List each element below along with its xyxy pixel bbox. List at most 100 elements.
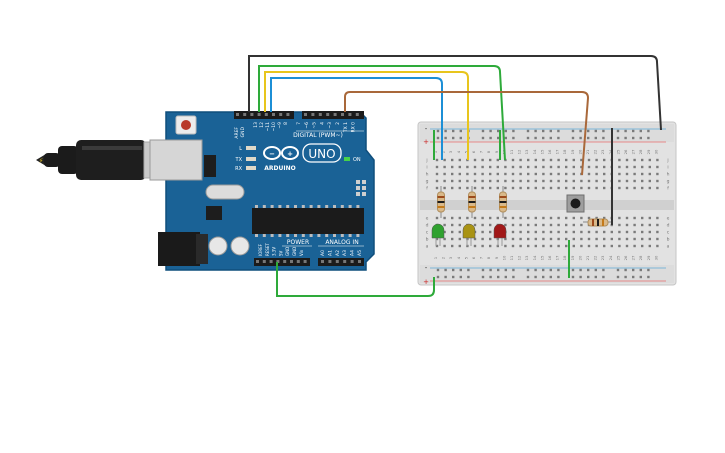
row-letter: a: [667, 245, 670, 250]
red-led: [493, 223, 507, 246]
aref-label: AREF: [234, 127, 240, 139]
column-number: 13: [524, 255, 529, 260]
column-number: 27: [631, 149, 636, 154]
column-number: 25: [615, 255, 620, 260]
column-number: 8: [486, 256, 491, 259]
uno-label: UNO: [308, 147, 335, 161]
breadboard[interactable]: - + - + 11223344556677889910101111121213…: [417, 121, 677, 286]
column-number: 15: [539, 255, 544, 260]
capacitor: [208, 236, 228, 256]
yellow-led: [462, 223, 476, 246]
digital-label: DIGITAL (PWM~): [293, 132, 343, 139]
column-number: 5: [463, 256, 468, 259]
power-pin-label: 3.3V: [272, 247, 277, 256]
voltage-regulator: [206, 206, 222, 220]
column-number: 20: [577, 255, 582, 260]
uno-badge: [302, 143, 342, 163]
power-pin-label: IOREF: [258, 243, 263, 256]
rail-plus-label: +: [423, 278, 429, 286]
column-number: 23: [600, 255, 605, 260]
column-number: 12: [517, 149, 522, 154]
top-power-rail: [420, 124, 674, 142]
column-number: 19: [570, 149, 575, 154]
digital-pin-label: ~3: [327, 122, 333, 129]
power-pin-label: Vin: [299, 249, 304, 256]
digital-header-left: [234, 111, 294, 119]
column-number: 3: [448, 150, 453, 153]
row-letter: b: [426, 237, 429, 243]
digital-pin-label: 4: [319, 122, 325, 125]
column-number: 18: [562, 149, 567, 154]
resistor: [437, 186, 445, 218]
black-wire: [248, 55, 662, 131]
column-number: 12: [517, 255, 522, 260]
column-number: 4: [456, 150, 461, 153]
column-number: 15: [539, 149, 544, 154]
digital-pin-label: ~10: [271, 122, 277, 132]
power-pin-label: RESET: [265, 243, 270, 256]
column-number: 25: [615, 149, 620, 154]
atmega-chip: [252, 208, 364, 234]
column-number: 18: [562, 255, 567, 260]
column-number: 30: [653, 149, 658, 154]
row-letter: b: [667, 237, 670, 243]
column-number: 21: [585, 149, 590, 154]
column-number: 9: [494, 150, 499, 153]
digital-pin-label: ~9: [277, 122, 283, 129]
power-header: [254, 258, 310, 266]
rail-minus-label: -: [425, 264, 428, 272]
center-channel: [420, 200, 674, 210]
row-letter: c: [667, 231, 670, 236]
column-number: 1: [433, 150, 438, 153]
power-pin-label: GND: [285, 247, 290, 256]
green-wire: [258, 65, 506, 161]
digital-header-right: [302, 111, 364, 119]
column-number: 10: [501, 255, 506, 260]
column-number: 4: [456, 256, 461, 259]
usb-port: [149, 139, 203, 181]
svg-text:+: +: [287, 150, 293, 158]
column-number: 19: [570, 255, 575, 260]
column-number: 9: [494, 256, 499, 259]
l-led: [246, 146, 256, 150]
column-number: 21: [585, 255, 590, 260]
blue-wire: [270, 77, 443, 160]
digital-pin-label: ~5: [312, 122, 318, 129]
column-number: 23: [600, 149, 605, 154]
push-button[interactable]: [566, 194, 585, 213]
rail-minus-label: -: [425, 125, 428, 133]
power-pin-label: GND: [292, 247, 297, 256]
rx-label: RX: [235, 166, 242, 172]
column-number: 28: [638, 149, 643, 154]
column-number: 14: [532, 149, 537, 154]
column-number: 7: [479, 256, 484, 259]
analog-pin-label: A1: [327, 250, 333, 256]
row-letter: d: [426, 223, 429, 229]
row-letter: a: [426, 245, 429, 250]
usb-chip: [204, 155, 216, 177]
column-number: 28: [638, 255, 643, 260]
on-led: [344, 157, 350, 161]
analog-pin-label: A0: [320, 250, 326, 256]
column-number: 8: [486, 150, 491, 153]
column-number: 16: [547, 255, 552, 260]
row-letter: f: [426, 186, 428, 192]
column-number: 11: [509, 149, 514, 154]
column-number: 2: [441, 256, 446, 259]
column-number: 13: [524, 149, 529, 154]
digital-pin-label: ~6: [304, 122, 310, 129]
digital-pin-label: 12: [259, 122, 265, 128]
column-number: 6: [471, 150, 476, 153]
column-number: 3: [448, 256, 453, 259]
column-number: 17: [555, 149, 560, 154]
column-number: 22: [593, 149, 598, 154]
column-number: 30: [653, 255, 658, 260]
arduino-logo-text: ARDUINO: [264, 165, 295, 172]
chip-pins: [255, 205, 360, 237]
column-number: 2: [441, 150, 446, 153]
power-jack[interactable]: [158, 232, 200, 266]
resistor: [468, 186, 476, 218]
tx-label: TX: [235, 157, 243, 163]
